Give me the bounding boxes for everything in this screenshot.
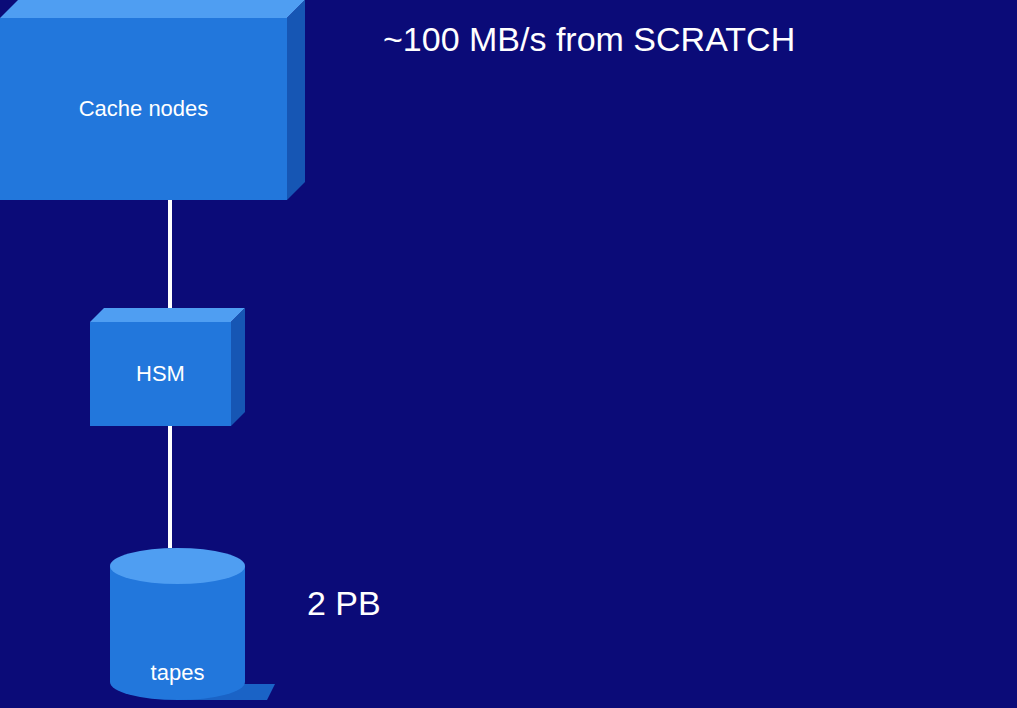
- link-line: [170, 200, 171, 308]
- link-line: [170, 426, 171, 548]
- tape-drum: tapes: [110, 548, 275, 706]
- capacity-label: 2 PB: [307, 584, 381, 623]
- node-label: HSM: [136, 361, 185, 387]
- node-label: tapes: [151, 660, 205, 686]
- hsm-box: HSM: [90, 308, 245, 426]
- throughput-label: ~100 MB/s from SCRATCH: [383, 20, 795, 59]
- cache-box: Cache nodes: [0, 0, 305, 200]
- node-label: Cache nodes: [79, 96, 209, 122]
